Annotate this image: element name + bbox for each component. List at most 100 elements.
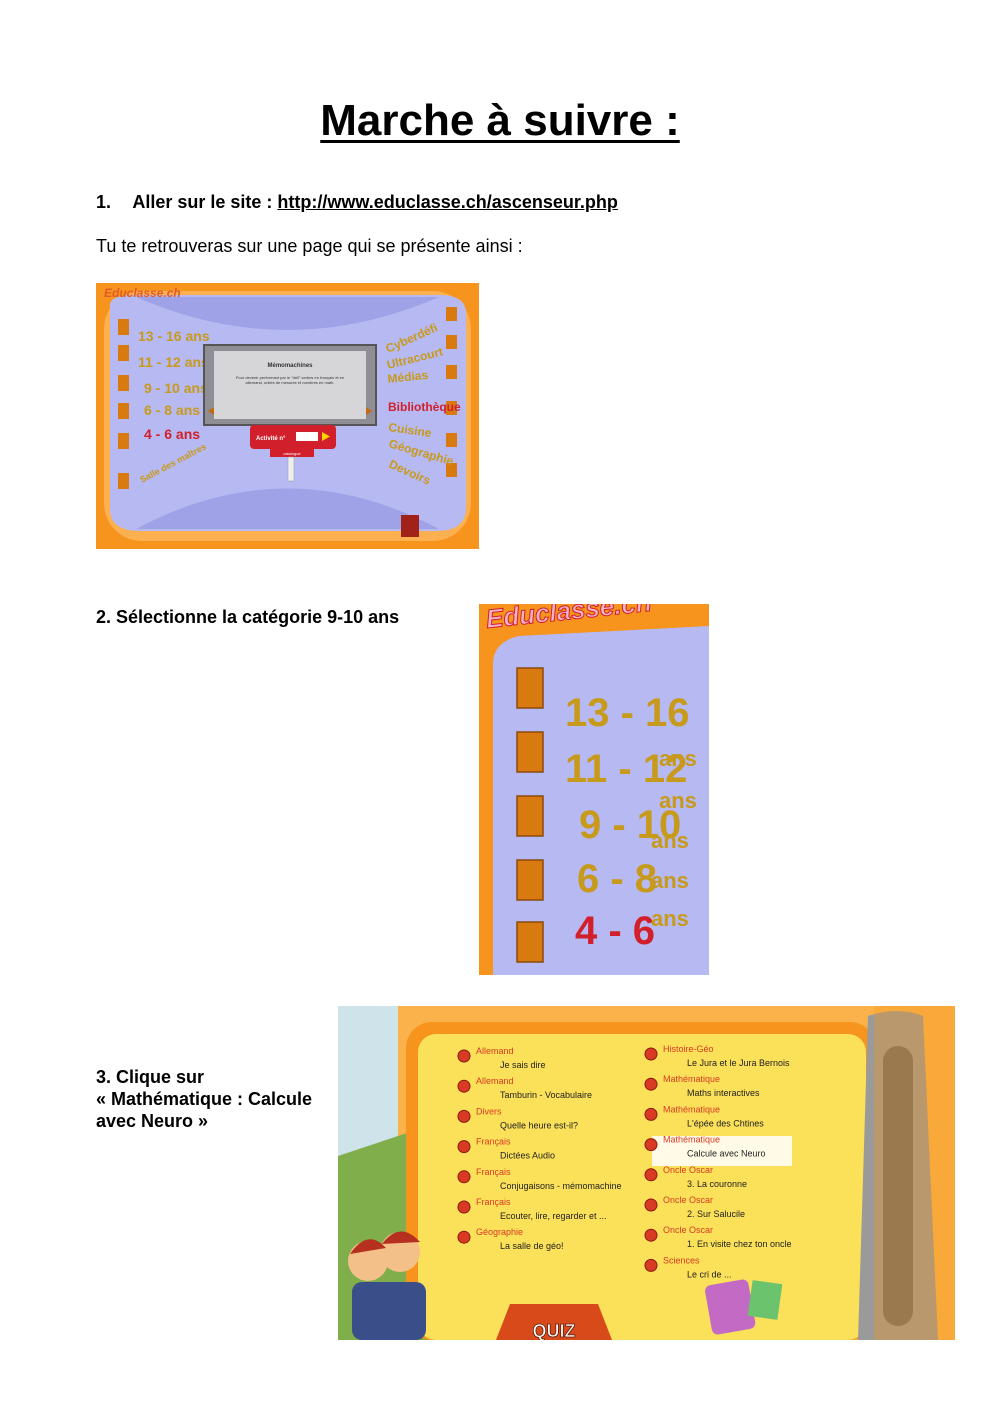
age-unit-6-8[interactable]: ans: [651, 868, 689, 893]
activity-name[interactable]: Quelle heure est-il?: [500, 1120, 578, 1130]
activity-name[interactable]: Conjugaisons - mémomachine: [500, 1181, 622, 1191]
activity-name[interactable]: 3. La couronne: [687, 1179, 747, 1189]
activity-category: Allemand: [476, 1046, 514, 1056]
elevator-menu-bibliotheque[interactable]: Bibliothèque: [388, 400, 461, 414]
elevator-age-4-6[interactable]: 4 - 6 ans: [144, 426, 200, 442]
elevator-activity-label: Activité n°: [256, 436, 286, 442]
screenshot-age-categories: Educlasse.ch 13 - 16 ans 11 - 12 ans 9 -…: [479, 604, 709, 975]
intro-text: Tu te retrouveras sur une page qui se pr…: [96, 236, 523, 256]
age-range-9-10[interactable]: 9 - 10: [579, 803, 681, 847]
activity-category: Oncle Oscar: [663, 1225, 713, 1235]
red-bullet-icon[interactable]: [457, 1140, 471, 1154]
activity-category: Mathématique: [663, 1135, 720, 1145]
age-unit-9-10[interactable]: ans: [651, 828, 689, 853]
activity-category: Oncle Oscar: [663, 1195, 713, 1205]
elevator-activity-input[interactable]: [296, 432, 318, 441]
activity-name[interactable]: Maths interactives: [687, 1088, 760, 1098]
activity-category: Géographie: [476, 1227, 523, 1237]
red-bullet-icon[interactable]: [644, 1168, 658, 1182]
highlight-calcule-avec-neuro: [652, 1136, 792, 1166]
red-bullet-icon[interactable]: [457, 1230, 471, 1244]
activity-category: Sciences: [663, 1255, 700, 1265]
age-range-4-6[interactable]: 4 - 6: [575, 909, 655, 953]
elevator-age-6-8[interactable]: 6 - 8 ans: [144, 402, 200, 418]
right-item-6[interactable]: Oncle Oscar 1. En visite chez ton oncle: [644, 1225, 792, 1249]
age-unit-11-12[interactable]: ans: [659, 788, 697, 813]
red-bullet-icon[interactable]: [644, 1138, 658, 1152]
activity-name[interactable]: Le Jura et le Jura Bernois: [687, 1058, 790, 1068]
elevator-screen-title: Mémomachines: [267, 363, 313, 369]
activity-category: Histoire-Géo: [663, 1044, 714, 1054]
step-3-line-2: « Mathématique : Calcule: [96, 1089, 313, 1109]
page-title: Marche à suivre :: [320, 96, 680, 145]
activity-category: Français: [476, 1197, 511, 1207]
activity-name[interactable]: La salle de géo!: [500, 1241, 564, 1251]
elevator-menu-medias[interactable]: Médias: [387, 368, 429, 386]
quiz-sign[interactable]: QUIZ: [532, 1321, 576, 1340]
step-1: 1. Aller sur le site : http://www.educla…: [96, 192, 618, 213]
red-bullet-icon[interactable]: [644, 1047, 658, 1061]
red-bullet-icon[interactable]: [457, 1200, 471, 1214]
activity-category: Mathématique: [663, 1104, 720, 1114]
age-range-13-16[interactable]: 13 - 16: [565, 691, 690, 735]
right-item-7[interactable]: Sciences Le cri de ...: [644, 1255, 732, 1279]
activity-name[interactable]: Le cri de ...: [687, 1269, 732, 1279]
site-link[interactable]: http://www.educlasse.ch/ascenseur.php: [277, 192, 618, 212]
red-bullet-icon[interactable]: [644, 1228, 658, 1242]
screenshot-elevator-page: Educlasse.ch 13 - 16 ans 11 - 12 ans 9 -…: [96, 283, 479, 549]
elevator-age-9-10[interactable]: 9 - 10 ans: [144, 380, 208, 396]
age-range-6-8[interactable]: 6 - 8: [577, 857, 657, 901]
left-item-6[interactable]: Géographie La salle de géo!: [457, 1227, 564, 1251]
activity-category: Divers: [476, 1106, 502, 1116]
elevator-age-11-12[interactable]: 11 - 12 ans: [138, 354, 209, 370]
elevator-age-13-16[interactable]: 13 - 16 ans: [138, 328, 210, 344]
step-3: 3. Clique sur « Mathématique : Calcule a…: [96, 1066, 312, 1132]
red-bullet-icon[interactable]: [457, 1079, 471, 1093]
red-bullet-icon[interactable]: [644, 1107, 658, 1121]
elevator-menu-cuisine[interactable]: Cuisine: [388, 420, 433, 440]
red-bullet-icon[interactable]: [457, 1170, 471, 1184]
step-1-label: Aller sur le site :: [132, 192, 273, 212]
activity-name[interactable]: Tamburin - Vocabulaire: [500, 1090, 592, 1100]
activity-name[interactable]: Je sais dire: [500, 1060, 546, 1070]
activity-name[interactable]: Dictées Audio: [500, 1151, 555, 1161]
activity-name[interactable]: 2. Sur Salucile: [687, 1209, 745, 1219]
elevator-activity-go-icon[interactable]: [322, 432, 330, 441]
activity-category: Mathématique: [663, 1074, 720, 1084]
activity-name[interactable]: Calcule avec Neuro: [687, 1149, 766, 1159]
step-3-line-1: 3. Clique sur: [96, 1067, 205, 1087]
activity-category: Oncle Oscar: [663, 1165, 713, 1175]
activity-name[interactable]: L'épée des Chtines: [687, 1118, 764, 1128]
left-item-0[interactable]: Allemand Je sais dire: [457, 1046, 546, 1070]
red-bullet-icon[interactable]: [644, 1258, 658, 1272]
right-item-5[interactable]: Oncle Oscar 2. Sur Salucile: [644, 1195, 745, 1219]
elevator-logo: Educlasse.ch: [104, 286, 181, 300]
right-item-4[interactable]: Oncle Oscar 3. La couronne: [644, 1165, 747, 1189]
red-bullet-icon[interactable]: [457, 1049, 471, 1063]
step-3-line-3: avec Neuro »: [96, 1111, 209, 1131]
age-unit-13-16[interactable]: ans: [659, 746, 697, 771]
activity-name[interactable]: Ecouter, lire, regarder et ...: [500, 1211, 607, 1221]
right-column: Histoire-Géo Le Jura et le Jura BernoisMa…: [644, 1044, 792, 1279]
age-range-11-12[interactable]: 11 - 12: [565, 747, 687, 791]
right-item-0[interactable]: Histoire-Géo Le Jura et le Jura Bernois: [644, 1044, 790, 1068]
red-bullet-icon[interactable]: [644, 1077, 658, 1091]
red-bullet-icon[interactable]: [644, 1198, 658, 1212]
red-bullet-icon[interactable]: [457, 1109, 471, 1123]
activity-category: Français: [476, 1137, 511, 1147]
robot-icon: [705, 1279, 756, 1335]
elevator-book-icon[interactable]: [401, 515, 419, 537]
activity-name[interactable]: 1. En visite chez ton oncle: [687, 1239, 792, 1249]
age-unit-4-6[interactable]: ans: [651, 906, 689, 931]
elevator-catalogue-label[interactable]: catalogue: [283, 451, 301, 456]
